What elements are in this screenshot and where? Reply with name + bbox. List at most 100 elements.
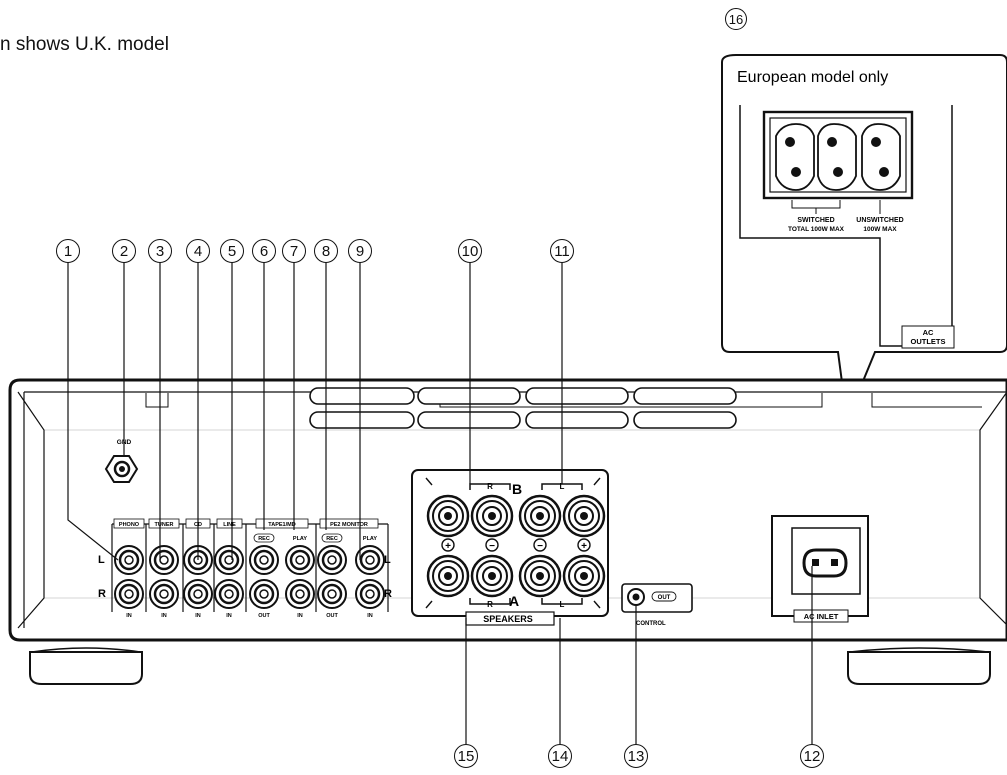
speaker-a-l-label: L bbox=[560, 600, 565, 609]
callout-7: 7 bbox=[282, 239, 306, 263]
monitor-in-label: IN bbox=[367, 613, 373, 619]
speaker-terminal-panel: R L B + − − + R L A SPEAKERS bbox=[411, 469, 609, 626]
line-label: LINE bbox=[223, 522, 236, 528]
unswitched-label: UNSWITCHED bbox=[856, 217, 903, 224]
ac-outlets-label-line1: AC bbox=[923, 328, 934, 337]
rca-jack-5-l bbox=[249, 545, 279, 575]
callout-2: 2 bbox=[112, 239, 136, 263]
vent-slot-2-1 bbox=[417, 387, 521, 405]
vent-slot-3-1 bbox=[525, 387, 629, 405]
line-in-label: IN bbox=[226, 613, 232, 619]
binding-post-2-b bbox=[470, 494, 514, 538]
control-jack: OUT CONTROL bbox=[621, 583, 693, 627]
phono-in-label: IN bbox=[126, 613, 132, 619]
speaker-a-r-label: R bbox=[487, 600, 493, 609]
tape-play-label: PLAY bbox=[293, 536, 307, 542]
speaker-a-label: A bbox=[509, 593, 519, 609]
monitor-play-label: PLAY bbox=[363, 536, 377, 542]
rca-jack-2-l bbox=[149, 545, 179, 575]
inset-callout-box: European model only SWITCHED TOTAL 100W … bbox=[721, 54, 1007, 424]
callout-9: 9 bbox=[348, 239, 372, 263]
rca-jack-1-r bbox=[114, 579, 144, 609]
callout-15: 15 bbox=[454, 744, 478, 768]
callout-leader-lines bbox=[67, 262, 813, 744]
callout-4: 4 bbox=[186, 239, 210, 263]
monitor-out-label: OUT bbox=[326, 613, 338, 619]
binding-post-4-b bbox=[562, 494, 606, 538]
callout-12: 12 bbox=[800, 744, 824, 768]
pe2-monitor-label: PE2 MONITOR bbox=[330, 522, 368, 528]
callout-1: 1 bbox=[56, 239, 80, 263]
vent-slot-4-1 bbox=[633, 387, 737, 405]
rca-jack-8-r bbox=[355, 579, 385, 609]
vent-slot-3-2 bbox=[525, 411, 629, 429]
ac-inlet-label: AC INLET bbox=[804, 612, 839, 621]
unswitched-max-label: 100W MAX bbox=[863, 226, 897, 233]
tuner-label: TUNER bbox=[155, 522, 174, 528]
callout-13: 13 bbox=[624, 744, 648, 768]
callout-14: 14 bbox=[548, 744, 572, 768]
binding-post-1-b bbox=[426, 494, 470, 538]
switched-label: SWITCHED bbox=[797, 217, 834, 224]
cd-in-label: IN bbox=[195, 613, 201, 619]
phono-label: PHONO bbox=[119, 522, 140, 528]
callout-11: 11 bbox=[550, 239, 574, 263]
vent-slot-1-1 bbox=[309, 387, 415, 405]
rca-jack-8-l bbox=[355, 545, 385, 575]
control-label: CONTROL bbox=[636, 621, 666, 627]
tuner-in-label: IN bbox=[161, 613, 167, 619]
ac-outlets-label-line2: OUTLETS bbox=[911, 337, 946, 346]
rca-jack-7-r bbox=[317, 579, 347, 609]
speaker-b-l-label: L bbox=[560, 482, 565, 491]
binding-post-3-b bbox=[518, 494, 562, 538]
vent-slot-1-2 bbox=[309, 411, 415, 429]
left-channel-label: L bbox=[98, 554, 105, 566]
outlet-switched-2 bbox=[817, 123, 857, 191]
control-out-label: OUT bbox=[658, 595, 671, 601]
rca-jack-6-l bbox=[285, 545, 315, 575]
vent-slot-4-2 bbox=[633, 411, 737, 429]
ac-inlet: AC INLET bbox=[771, 515, 869, 623]
binding-post-2-a bbox=[470, 554, 514, 598]
speaker-b-r-label: R bbox=[487, 482, 493, 491]
feet bbox=[29, 647, 991, 685]
speakers-label: SPEAKERS bbox=[483, 614, 533, 624]
callout-16: 16 bbox=[725, 8, 747, 30]
outlet-switched-1 bbox=[775, 123, 815, 191]
plus-label-1: + bbox=[445, 541, 451, 552]
plus-label-2: + bbox=[581, 541, 587, 552]
rca-jack-4-l bbox=[214, 545, 244, 575]
binding-post-3-a bbox=[518, 554, 562, 598]
speaker-b-label: B bbox=[512, 481, 522, 497]
minus-label-2: − bbox=[537, 541, 543, 552]
callout-5: 5 bbox=[220, 239, 244, 263]
monitor-rec-label: REC bbox=[326, 536, 338, 542]
rca-jack-2-r bbox=[149, 579, 179, 609]
callout-8: 8 bbox=[314, 239, 338, 263]
tape-rec-label: REC bbox=[258, 536, 270, 542]
right-channel-label-2: R bbox=[384, 588, 392, 600]
tape-out-label: OUT bbox=[258, 613, 270, 619]
callout-10: 10 bbox=[458, 239, 482, 263]
callout-3: 3 bbox=[148, 239, 172, 263]
vent-slot-2-2 bbox=[417, 411, 521, 429]
outlet-unswitched bbox=[861, 123, 901, 191]
inset-title: European model only bbox=[737, 69, 888, 86]
binding-post-4-a bbox=[562, 554, 606, 598]
tape1md-label: TAPE1/MD bbox=[268, 522, 295, 528]
left-channel-label-2: L bbox=[384, 554, 391, 566]
caption-text: n shows U.K. model bbox=[0, 34, 169, 55]
callout-6: 6 bbox=[252, 239, 276, 263]
rca-jack-6-r bbox=[285, 579, 315, 609]
rca-jack-1-l bbox=[114, 545, 144, 575]
right-channel-label: R bbox=[98, 588, 106, 600]
rca-jack-7-l bbox=[317, 545, 347, 575]
rca-jack-4-r bbox=[214, 579, 244, 609]
ventilation-slots bbox=[309, 387, 737, 429]
rca-jack-3-r bbox=[183, 579, 213, 609]
binding-post-1-a bbox=[426, 554, 470, 598]
minus-label-1: − bbox=[489, 541, 495, 552]
switched-total-label: TOTAL 100W MAX bbox=[788, 226, 845, 233]
